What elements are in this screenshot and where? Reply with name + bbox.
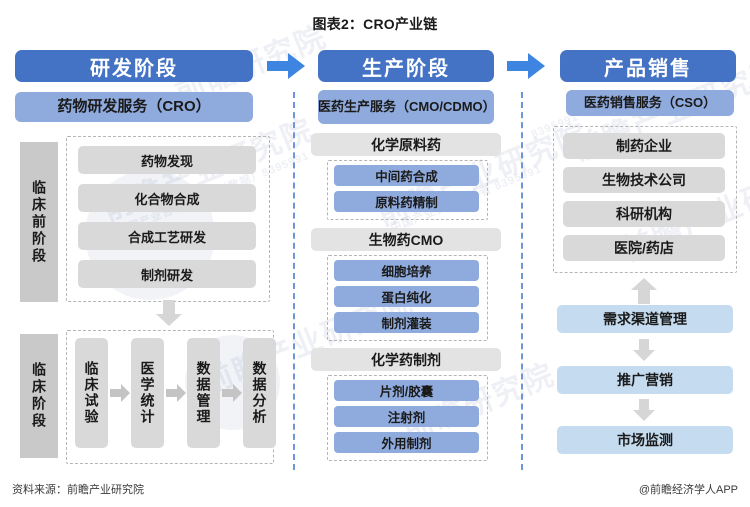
bio-cmo-item-0[interactable]: 细胞培养: [334, 260, 479, 281]
vertical-label-clinical-text: 临床阶段: [31, 362, 47, 430]
stage-header-rd[interactable]: 研发阶段: [15, 50, 253, 82]
stage-header-rd-label: 研发阶段: [90, 57, 178, 80]
source-note: 资料来源：前瞻产业研究院: [12, 484, 144, 496]
sales-flow-item-2[interactable]: 市场监测: [557, 426, 733, 454]
preclinical-item-3[interactable]: 制剂研发: [78, 260, 256, 288]
sub-header-cro-label: 药物研发服务（CRO）: [57, 98, 211, 116]
bio-cmo-item-0-label: 细胞培养: [381, 265, 432, 279]
stage-header-production[interactable]: 生产阶段: [318, 50, 494, 82]
arrow-down-icon: [633, 339, 655, 361]
clinical-item-1[interactable]: 医学统计: [131, 338, 164, 448]
sales-customer-item-0-label: 制药企业: [616, 138, 672, 154]
bio-cmo-frame: [327, 255, 488, 341]
clinical-item-2[interactable]: 数据管理: [187, 338, 220, 448]
stage-header-production-label: 生产阶段: [362, 57, 450, 80]
chem-api-frame: [327, 160, 488, 220]
sales-flow-item-2-label: 市场监测: [617, 432, 673, 448]
preclinical-item-1[interactable]: 化合物合成: [78, 184, 256, 212]
preclinical-item-1-label: 化合物合成: [134, 191, 200, 207]
preclinical-item-2-label: 合成工艺研发: [127, 229, 206, 245]
clinical-item-3[interactable]: 数据分析: [243, 338, 276, 448]
sub-header-cso[interactable]: 医药销售服务（CSO）: [566, 90, 734, 116]
arrow-right-icon: [166, 384, 186, 402]
chem-api-item-0-label: 中间药合成: [375, 170, 438, 184]
arrow-up-icon: [631, 278, 657, 304]
vertical-label-clinical: 临床阶段: [20, 334, 58, 458]
chem-api-item-0[interactable]: 中间药合成: [334, 165, 479, 186]
chem-api-item-1[interactable]: 原料药精制: [334, 191, 479, 212]
sales-customer-frame: [553, 126, 737, 273]
column-separator: [521, 92, 523, 470]
bio-cmo-item-1-label: 蛋白纯化: [381, 291, 432, 305]
clinical-item-0[interactable]: 临床试验: [75, 338, 108, 448]
bio-cmo-item-2-label: 制剂灌装: [381, 317, 432, 331]
chem-api-item-1-label: 原料药精制: [375, 196, 438, 210]
clinical-item-0-label: 临床试验: [83, 361, 100, 425]
sales-customer-item-1-label: 生物技术公司: [602, 172, 686, 188]
production-group-header-chem-api-label: 化学原料药: [371, 136, 441, 153]
sub-header-cmo-label: 医药生产服务（CMO/CDMO）: [318, 98, 496, 114]
sales-customer-item-3-label: 医院/药店: [614, 240, 674, 256]
sales-flow-item-1-label: 推广营销: [617, 372, 673, 388]
sales-customer-item-2[interactable]: 科研机构: [563, 201, 725, 227]
arrow-right-icon: [507, 53, 545, 79]
arrow-down-icon: [633, 399, 655, 421]
sales-flow-item-0-label: 需求渠道管理: [603, 311, 687, 327]
sub-header-cmo[interactable]: 医药生产服务（CMO/CDMO）: [318, 90, 496, 124]
production-group-header-chem-api[interactable]: 化学原料药: [311, 133, 501, 156]
preclinical-item-3-label: 制剂研发: [140, 267, 193, 283]
bio-cmo-item-2[interactable]: 制剂灌装: [334, 312, 479, 333]
arrow-right-icon: [267, 53, 305, 79]
chem-prep-item-2-label: 外用制剂: [381, 437, 432, 451]
vertical-label-preclinical-text: 临床前阶段: [31, 179, 47, 265]
preclinical-item-2[interactable]: 合成工艺研发: [78, 222, 256, 250]
column-separator: [293, 92, 295, 470]
page-title: 图表2：CRO产业链: [312, 16, 438, 32]
chem-prep-frame: [327, 375, 488, 461]
preclinical-item-0[interactable]: 药物发现: [78, 146, 256, 174]
chem-prep-item-0-label: 片剂/胶囊: [379, 385, 434, 399]
sales-customer-item-0[interactable]: 制药企业: [563, 133, 725, 159]
clinical-item-1-label: 医学统计: [139, 361, 156, 425]
stage-header-sales[interactable]: 产品销售: [560, 50, 736, 82]
arrow-down-icon: [156, 300, 182, 326]
bio-cmo-item-1[interactable]: 蛋白纯化: [334, 286, 479, 307]
chem-prep-item-0[interactable]: 片剂/胶囊: [334, 380, 479, 401]
vertical-label-preclinical: 临床前阶段: [20, 142, 58, 302]
sales-customer-item-3[interactable]: 医院/药店: [563, 235, 725, 261]
preclinical-item-0-label: 药物发现: [140, 153, 193, 169]
clinical-item-3-label: 数据分析: [251, 361, 268, 425]
clinical-item-2-label: 数据管理: [195, 361, 212, 425]
production-group-header-bio-cmo[interactable]: 生物药CMO: [311, 228, 501, 251]
sub-header-cro[interactable]: 药物研发服务（CRO）: [15, 92, 253, 122]
arrow-right-icon: [110, 384, 130, 402]
attribution-note: @前瞻经济学人APP: [638, 484, 738, 496]
arrow-right-icon: [222, 384, 242, 402]
sales-flow-item-1[interactable]: 推广营销: [557, 366, 733, 394]
production-group-header-chem-prep-label: 化学药制剂: [371, 351, 441, 368]
chem-prep-item-2[interactable]: 外用制剂: [334, 432, 479, 453]
production-group-header-bio-cmo-label: 生物药CMO: [368, 231, 444, 248]
chem-prep-item-1[interactable]: 注射剂: [334, 406, 479, 427]
sales-customer-item-2-label: 科研机构: [616, 206, 672, 222]
sales-flow-item-0[interactable]: 需求渠道管理: [557, 305, 733, 333]
production-group-header-chem-prep[interactable]: 化学药制剂: [311, 348, 501, 371]
sales-customer-item-1[interactable]: 生物技术公司: [563, 167, 725, 193]
chem-prep-item-1-label: 注射剂: [387, 411, 426, 425]
sub-header-cso-label: 医药销售服务（CSO）: [583, 94, 717, 110]
stage-header-sales-label: 产品销售: [604, 57, 692, 80]
